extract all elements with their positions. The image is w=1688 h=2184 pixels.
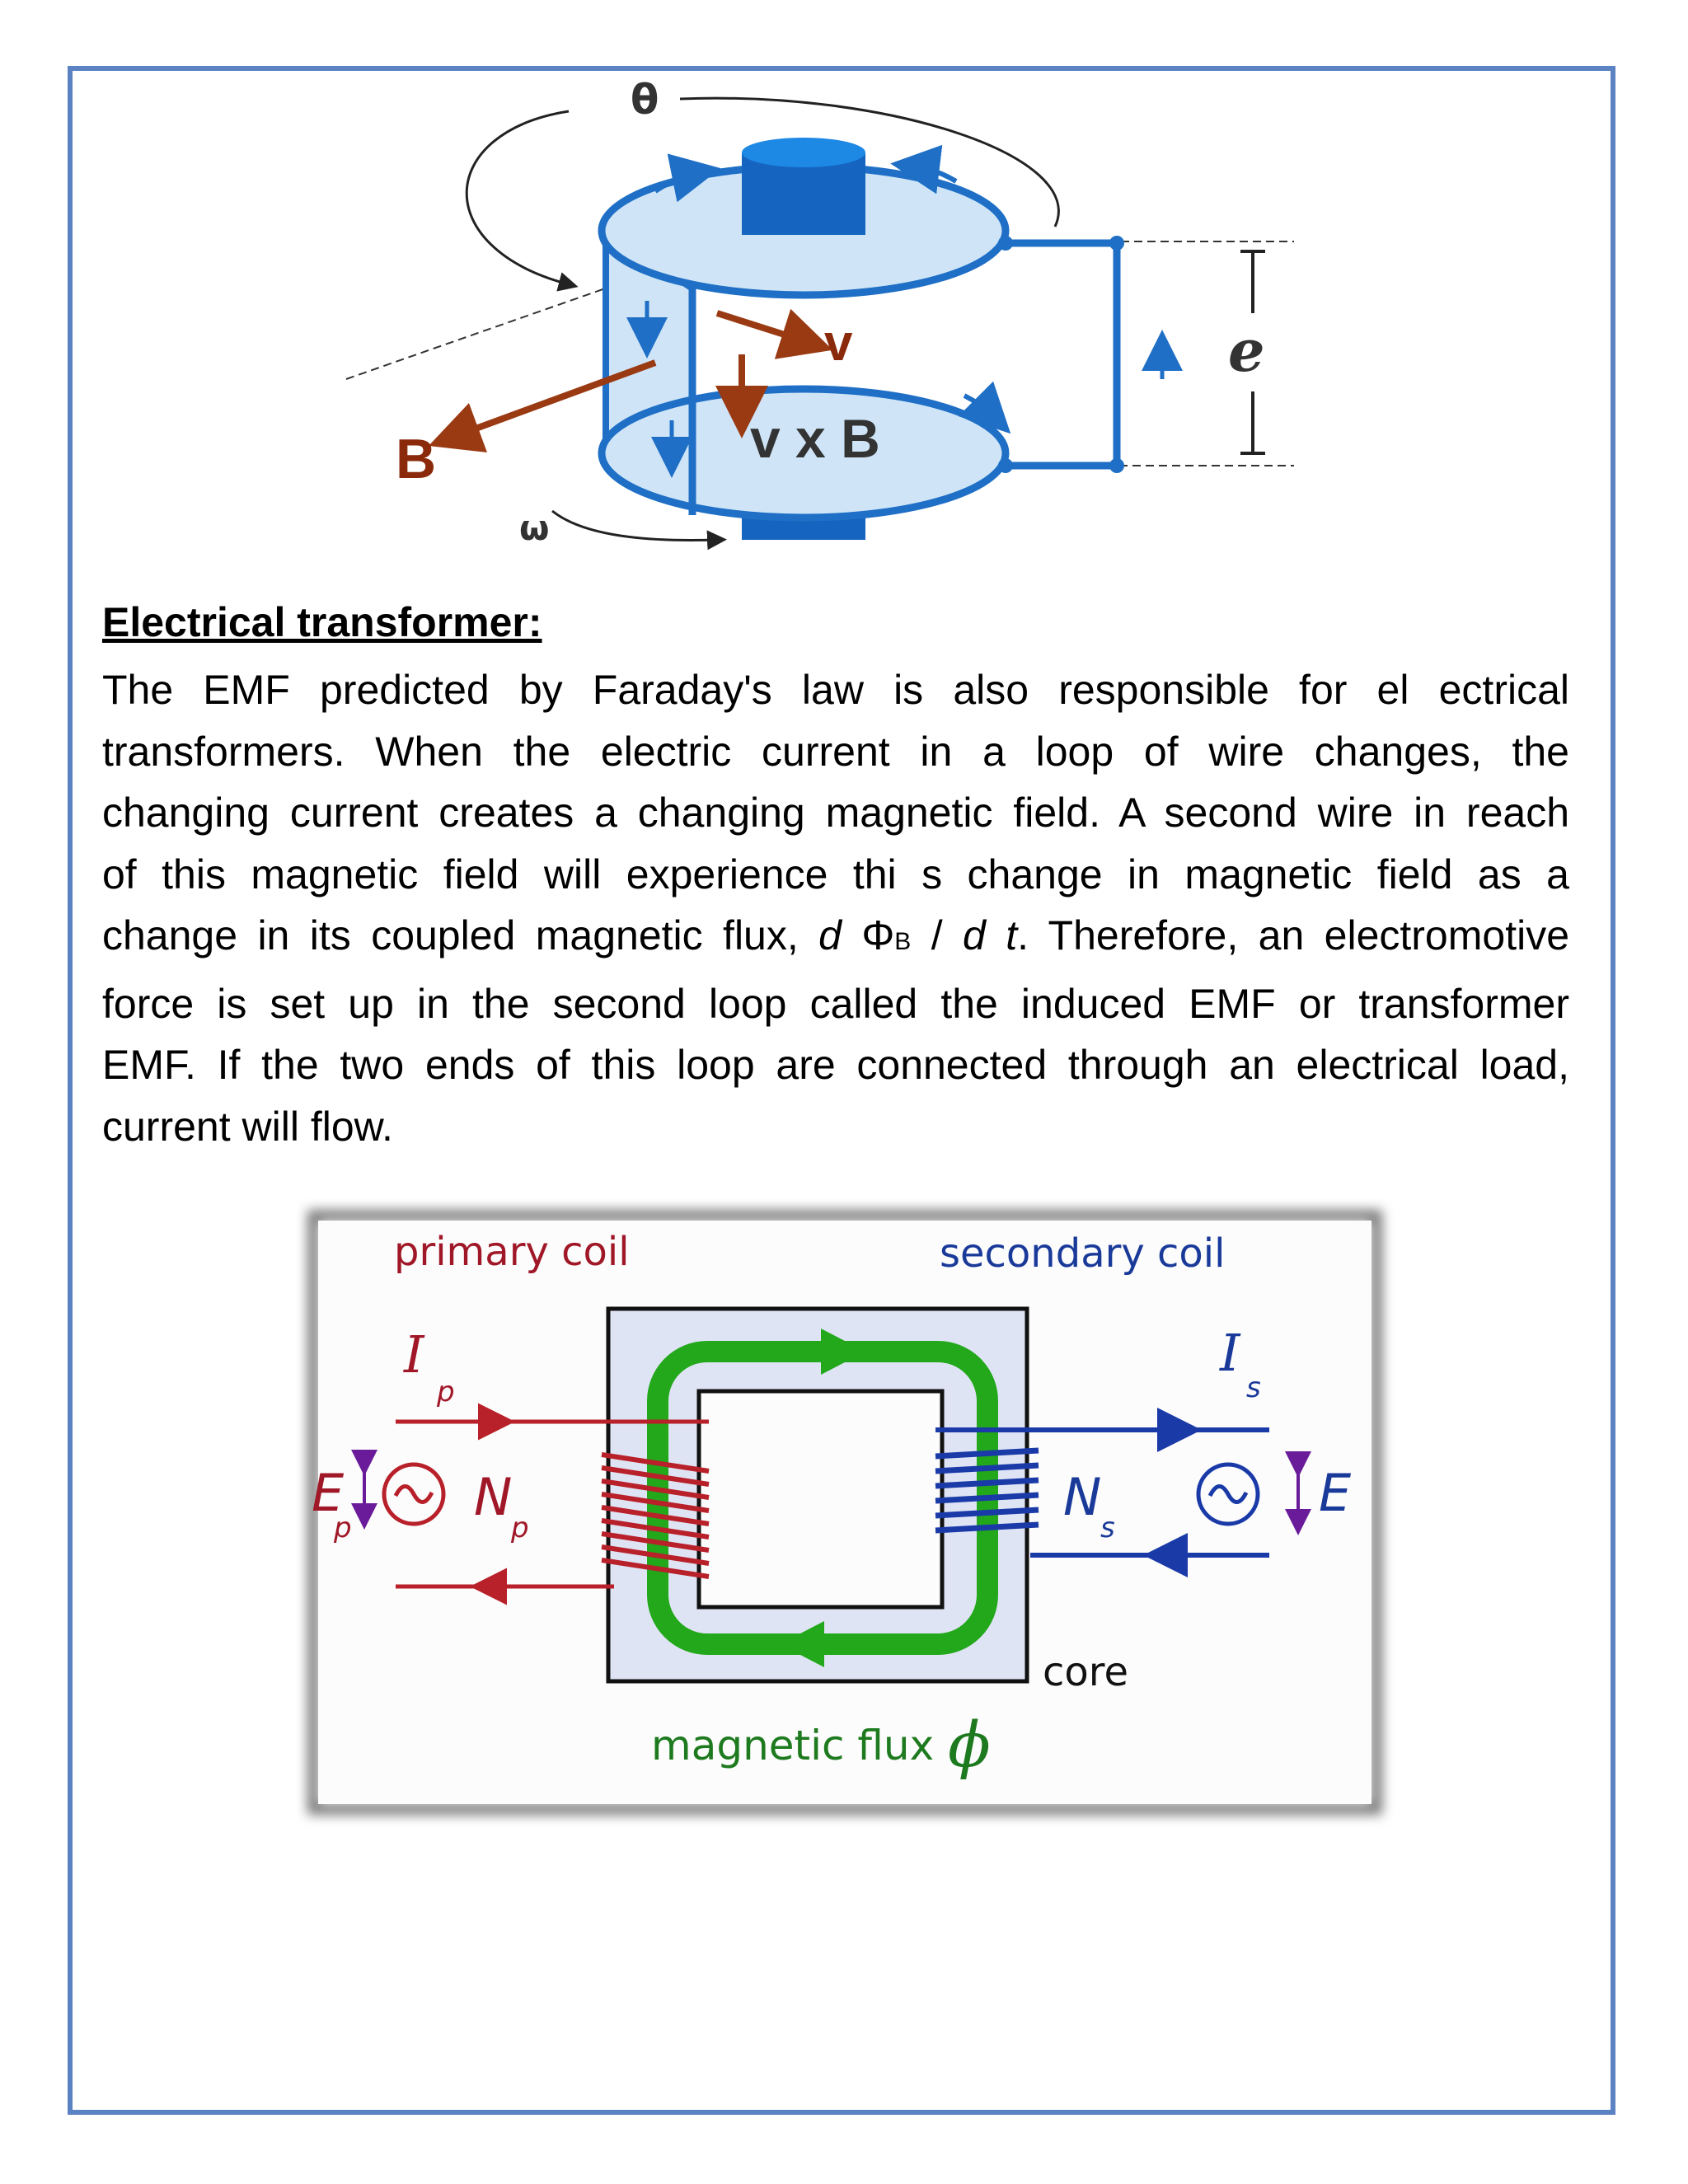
core-window xyxy=(696,1389,945,1610)
rotation-arrow-icon xyxy=(654,153,721,203)
flux-arrow-top-icon xyxy=(821,1329,865,1375)
terminal-dot xyxy=(998,458,1013,473)
secondary-current-subscript: s xyxy=(1246,1371,1261,1404)
figure-frame xyxy=(307,1210,1382,1815)
terminal-dot xyxy=(1109,458,1124,473)
b-field-label: B xyxy=(396,428,436,490)
terminal-dot xyxy=(998,236,1013,251)
section-heading: Electrical transformer: xyxy=(102,599,542,645)
primary-winding xyxy=(601,1452,710,1579)
theta-arc xyxy=(465,110,579,292)
body-line: EMF. If the two ends of this loop are co… xyxy=(102,1042,1569,1088)
terminal-wire xyxy=(1006,239,1121,470)
magnetic-field-arrow-icon xyxy=(428,359,657,453)
transformer-figure: primary coil secondary coil I p I s N p … xyxy=(307,1210,1382,1815)
page-border xyxy=(68,66,1615,2115)
secondary-ac-wave xyxy=(1207,1484,1249,1504)
coil-bottom-loop xyxy=(598,385,1010,522)
secondary-turns-subscript: s xyxy=(1100,1511,1115,1544)
rotation-arrow-icon xyxy=(958,381,1011,434)
flux-symbol: ϕ xyxy=(948,1708,991,1781)
shaft-top-cap xyxy=(742,138,865,167)
body-line: of this magnetic field will experience t… xyxy=(102,851,1569,898)
rotating-loop-figure: θ v v x B B ω e xyxy=(345,76,1294,551)
primary-voltage-subscript: p xyxy=(333,1511,352,1544)
body-line: transformers. When the electric current … xyxy=(102,728,1569,775)
emf-label: e xyxy=(1228,316,1265,385)
body-line-with-formula: change in its coupled magnetic flux, d Φ… xyxy=(102,912,1570,958)
primary-current-subscript: p xyxy=(436,1376,455,1408)
primary-ac-wave xyxy=(393,1484,434,1504)
primary-voltage-label: E xyxy=(312,1463,345,1523)
secondary-ac-source-icon xyxy=(1196,1462,1260,1526)
rotation-arrow-icon xyxy=(890,144,958,194)
omega-arc xyxy=(551,509,727,551)
primary-current-label: I xyxy=(403,1324,425,1385)
secondary-voltage-label: E xyxy=(1319,1463,1352,1523)
secondary-turns-label: N xyxy=(1063,1467,1101,1527)
primary-turns-label: N xyxy=(474,1467,512,1527)
primary-ac-source-icon xyxy=(382,1462,446,1526)
omega-label: ω xyxy=(519,508,550,548)
body-line: The EMF predicted by Faraday's law is al… xyxy=(102,667,1569,713)
secondary-winding xyxy=(935,1447,1039,1534)
section-body: The EMF predicted by Faraday's law is al… xyxy=(102,659,1569,1157)
body-line: changing current creates a changing magn… xyxy=(102,790,1569,836)
core-label: core xyxy=(1043,1649,1128,1695)
v-cross-b-label: v x B xyxy=(750,408,880,469)
primary-turns-subscript: p xyxy=(510,1511,529,1544)
magnetic-flux-label: magnetic flux xyxy=(651,1722,934,1769)
v-label: v xyxy=(824,315,853,372)
flux-arrow-bottom-icon xyxy=(780,1621,824,1667)
theta-label: θ xyxy=(631,76,659,124)
body-line: current will flow. xyxy=(102,1103,393,1150)
terminal-dot xyxy=(1109,236,1124,251)
body-line: force is set up in the second loop calle… xyxy=(102,980,1569,1027)
primary-coil-label: primary coil xyxy=(394,1229,630,1275)
secondary-coil-label: secondary coil xyxy=(940,1230,1225,1277)
secondary-current-label: I xyxy=(1219,1323,1241,1383)
theta-arc-right xyxy=(679,96,1060,227)
velocity-arrow-icon xyxy=(715,308,833,359)
